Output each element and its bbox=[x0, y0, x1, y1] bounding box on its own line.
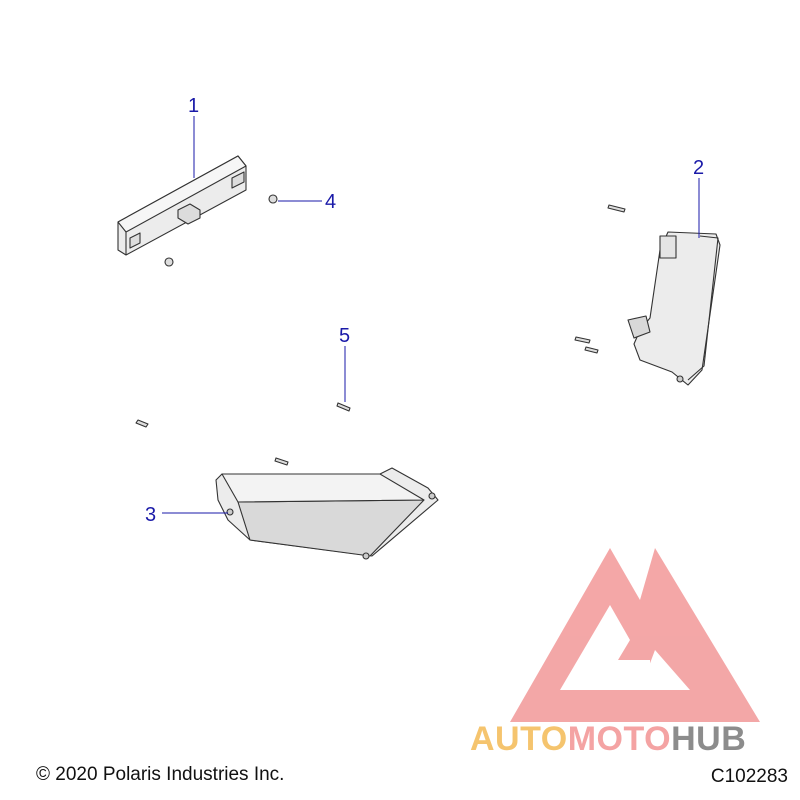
callout-2: 2 bbox=[693, 157, 704, 179]
screw-part-3-mid bbox=[274, 457, 289, 466]
callout-4: 4 bbox=[325, 191, 336, 213]
figure-code: C102283 bbox=[710, 766, 788, 787]
part-4-nut bbox=[268, 194, 278, 204]
screw-part-2-lower-a bbox=[574, 336, 591, 344]
callout-3: 3 bbox=[145, 504, 156, 526]
part-5-screw bbox=[336, 402, 351, 412]
part-2-side-light bbox=[627, 231, 721, 386]
part-1-light-bar bbox=[117, 155, 247, 256]
copyright-text: © 2020 Polaris Industries Inc. bbox=[36, 764, 285, 785]
screw-part-2-lower-b bbox=[584, 346, 599, 354]
watermark-moto: MOTO bbox=[568, 720, 671, 758]
screw-part-2-top bbox=[607, 204, 626, 213]
watermark-logo bbox=[510, 548, 760, 722]
callout-5: 5 bbox=[339, 325, 350, 347]
nut-part-1 bbox=[164, 257, 174, 267]
watermark-hub: HUB bbox=[671, 720, 746, 758]
part-3-lower-light bbox=[215, 467, 439, 560]
callout-1: 1 bbox=[188, 95, 199, 117]
watermark-auto: AUTO bbox=[470, 720, 568, 758]
screw-part-3-left bbox=[135, 419, 149, 428]
watermark-text: AUTOMOTOHUB bbox=[470, 720, 746, 758]
